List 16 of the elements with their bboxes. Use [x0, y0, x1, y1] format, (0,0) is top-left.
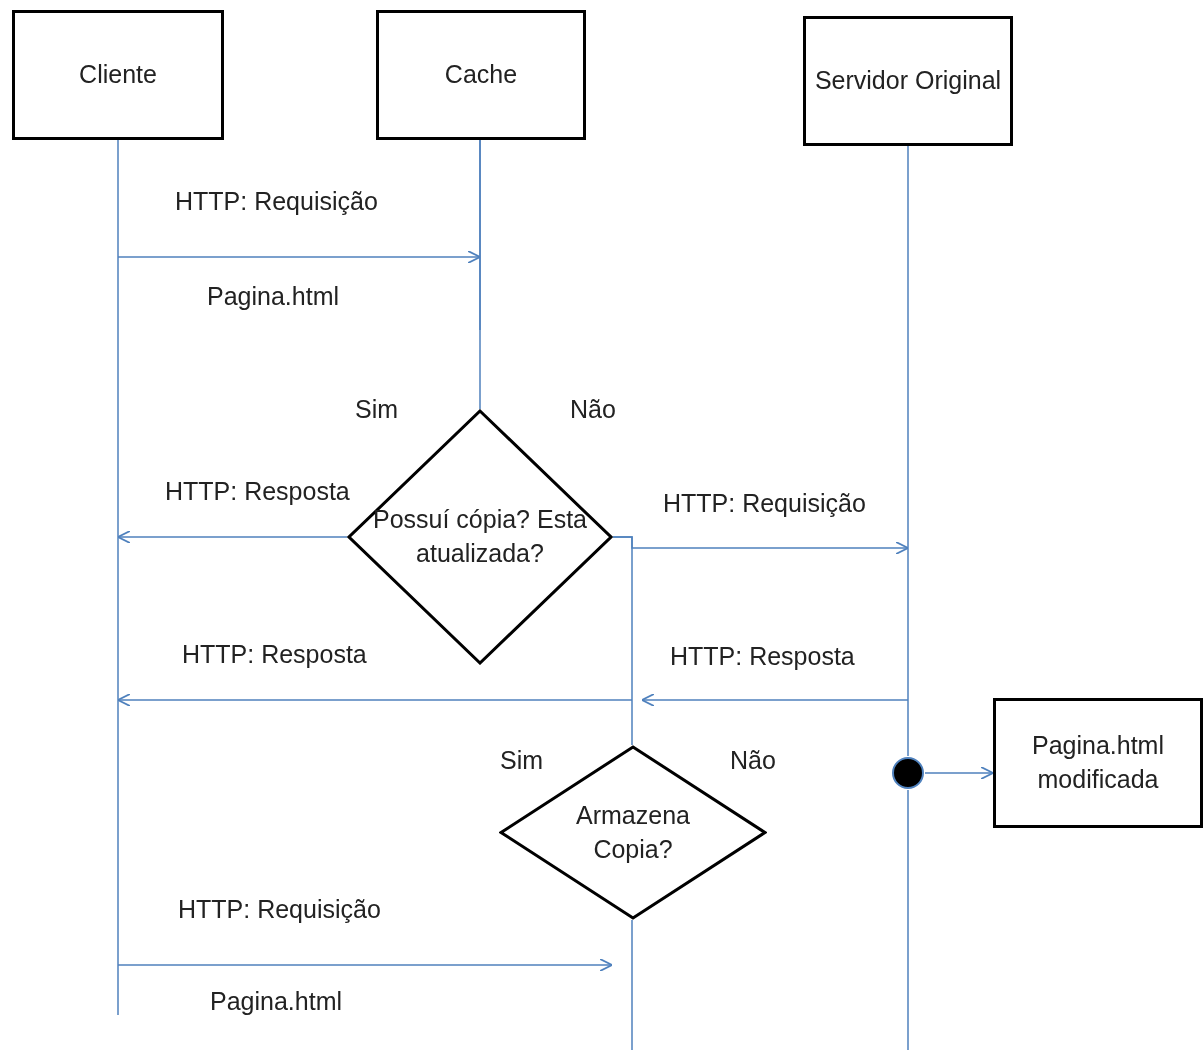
participant-lifeline: Cache [376, 10, 586, 330]
arrow [641, 693, 909, 707]
result-box: Pagina.html modificada [993, 698, 1203, 828]
message-label: Pagina.html [207, 283, 340, 311]
arrow [117, 693, 633, 707]
arrow [117, 250, 481, 264]
message-label: HTTP: Requisição [663, 490, 866, 518]
arrow [117, 958, 613, 972]
message-label: HTTP: Requisição [178, 896, 381, 924]
message-label: HTTP: Requisição [175, 188, 378, 216]
event-dot [891, 756, 925, 790]
message-label: Pagina.html [210, 988, 343, 1016]
arrow [117, 530, 348, 544]
connector-line [612, 536, 633, 746]
arrow [924, 766, 994, 780]
connector-line [631, 919, 633, 1051]
